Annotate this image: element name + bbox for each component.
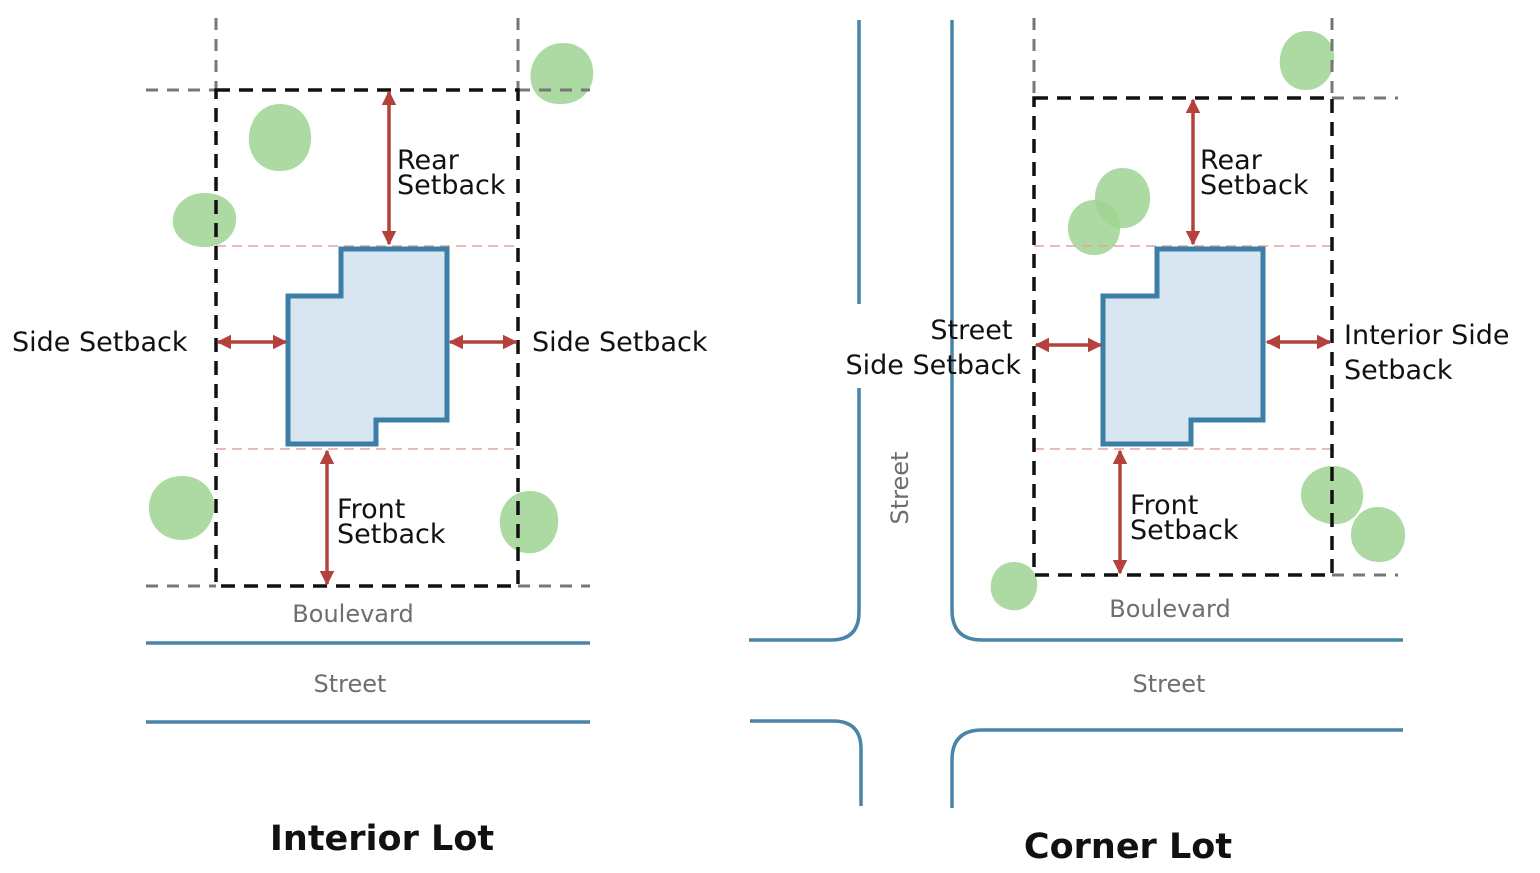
tree-icon [530, 43, 594, 105]
interior-side-setback-label: Interior Side Setback [1344, 320, 1518, 386]
tree-icon [248, 104, 312, 172]
corner-building-footprint [1100, 246, 1266, 447]
interior-lot-boundary [214, 88, 520, 588]
left-side-setback-label: Side Setback [12, 327, 188, 358]
corner-lot-title: Corner Lot [1024, 827, 1232, 867]
side-street-label: Street [886, 452, 914, 525]
corner-extension-lines [1032, 18, 1398, 577]
tree-icon [1279, 31, 1335, 91]
corner-street-edges [749, 20, 1403, 808]
rear-setback-label: Rear Setback [397, 145, 506, 201]
corner-front-setback-label: Front Setback [1130, 490, 1239, 546]
tree-icon [1350, 507, 1406, 563]
tree-icon [990, 562, 1038, 611]
tree-icon [1067, 200, 1121, 256]
interior-building-footprint [285, 246, 450, 447]
right-side-setback-label: Side Setback [532, 327, 708, 358]
corner-street-label: Street [1133, 670, 1206, 698]
interior-boulevard-label: Boulevard [292, 600, 413, 628]
interior-street-label: Street [314, 670, 387, 698]
interior-lot-panel: Rear Setback Front Setback Side Setback … [12, 18, 708, 859]
corner-boulevard-label: Boulevard [1109, 595, 1230, 623]
corner-trees [990, 31, 1406, 611]
corner-lot-boundary [1032, 96, 1334, 577]
tree-icon [172, 193, 237, 248]
tree-icon [499, 491, 559, 554]
front-setback-label: Front Setback [337, 494, 446, 550]
interior-extension-lines [146, 18, 590, 588]
tree-icon [148, 476, 215, 541]
corner-rear-setback-label: Rear Setback [1200, 145, 1309, 201]
interior-lot-title: Interior Lot [270, 819, 494, 859]
corner-lot-panel: Rear Setback Front Setback Street Side S… [749, 18, 1518, 867]
street-side-setback-label: Street Side Setback [846, 315, 1022, 381]
